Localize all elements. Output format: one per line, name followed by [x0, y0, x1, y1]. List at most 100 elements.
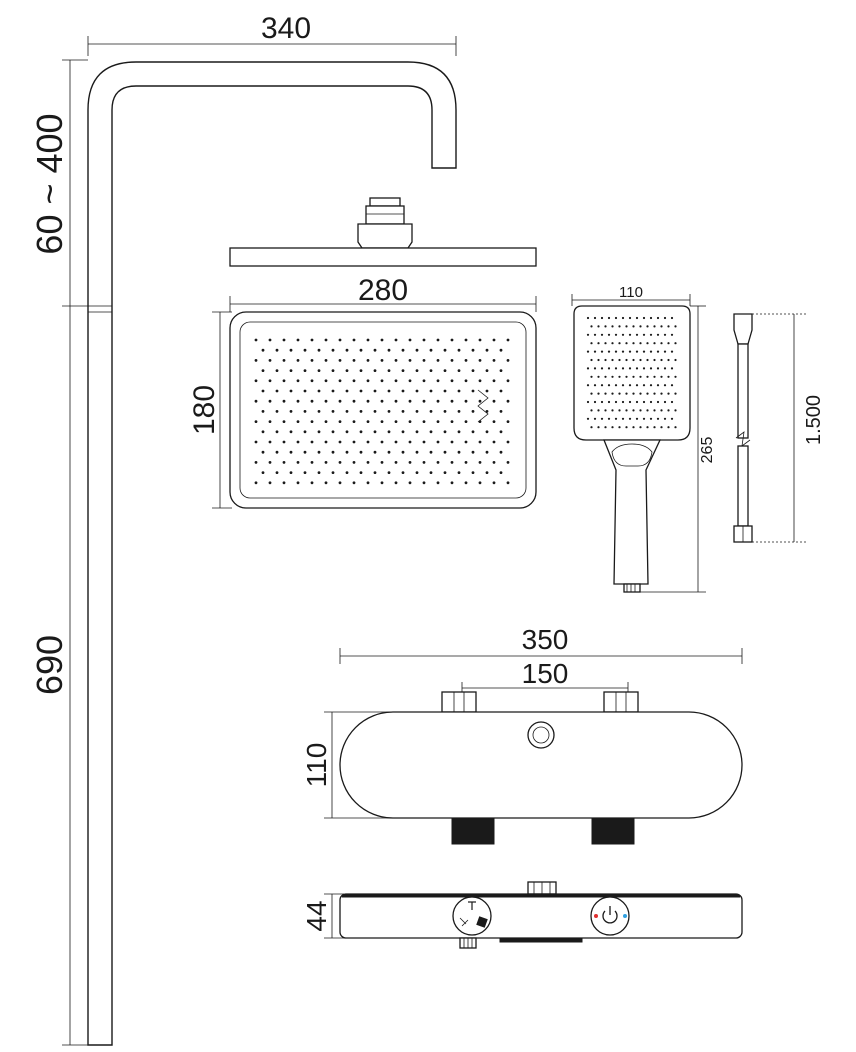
rain-nozzle-272: [436, 481, 440, 485]
rain-nozzle-131: [275, 410, 279, 413]
rain-nozzle-103: [401, 389, 405, 393]
rain-nozzle-242: [275, 471, 279, 474]
hand-nozzle-108: [614, 384, 618, 387]
rain-nozzle-9: [380, 338, 384, 342]
hand-nozzle-30: [614, 333, 618, 336]
rain-nozzle-74: [254, 379, 258, 383]
rain-nozzle-168: [275, 430, 279, 434]
hand-nozzle-110: [628, 384, 632, 387]
hand-nozzle-137: [635, 400, 639, 404]
rain-nozzle-141: [415, 410, 419, 413]
hand-nozzle-29: [607, 333, 611, 336]
hand-nozzle-138: [642, 400, 646, 404]
power-icon: [590, 896, 630, 936]
rain-nozzle-191: [338, 440, 342, 444]
hand-nozzle-128: [667, 392, 670, 395]
rain-nozzle-57: [275, 369, 279, 372]
hand-nozzle-142: [670, 400, 674, 404]
mixer-height-label: 110: [301, 743, 332, 788]
rain-nozzle-269: [394, 481, 398, 485]
rain-nozzle-81: [352, 379, 356, 383]
rain-nozzle-228: [338, 461, 342, 464]
hand-nozzle-73: [646, 358, 649, 362]
rain-nozzle-165: [492, 420, 496, 423]
hand-nozzle-159: [607, 417, 611, 420]
hand-nozzle-68: [611, 358, 614, 362]
hand-nozzle-42: [611, 342, 614, 345]
rain-nozzle-55: [506, 359, 510, 362]
rain-nozzle-36: [499, 348, 503, 352]
hand-nozzle-70: [625, 358, 628, 362]
hand-nozzle-11: [663, 316, 667, 320]
hand-nozzle-65: [590, 358, 593, 362]
rain-nozzle-78: [310, 379, 314, 383]
hand-nozzle-83: [621, 367, 625, 370]
rain-nozzle-116: [324, 399, 328, 403]
arm-width-dimension: 340: [87, 12, 457, 56]
head-depth-dimension: 180: [188, 311, 232, 509]
rain-nozzle-166: [506, 420, 510, 423]
hand-nozzle-177: [646, 426, 649, 429]
rain-nozzle-177: [401, 430, 405, 434]
hand-nozzle-156: [586, 417, 590, 420]
hand-nozzle-23: [660, 325, 663, 328]
head-width-label: 280: [358, 274, 408, 307]
rain-nozzle-192: [352, 440, 356, 444]
hand-nozzle-106: [600, 384, 604, 387]
hand-nozzle-69: [618, 358, 621, 362]
hand-nozzle-22: [653, 325, 656, 328]
rain-nozzle-52: [464, 359, 468, 362]
hand-nozzle-144: [597, 409, 600, 412]
rain-nozzle-90: [478, 379, 482, 383]
rain-nozzle-159: [408, 420, 412, 423]
rain-nozzle-139: [387, 410, 391, 413]
hand-nozzle-157: [593, 417, 597, 420]
rain-nozzle-257: [485, 471, 489, 474]
hand-nozzle-146: [611, 409, 614, 412]
rain-head-side-view: [229, 197, 537, 267]
hand-nozzle-41: [604, 342, 607, 345]
rain-nozzle-261: [282, 481, 286, 485]
rain-nozzle-206: [289, 450, 293, 454]
rain-nozzle-86: [422, 379, 426, 383]
hand-nozzle-44: [625, 342, 628, 345]
rain-nozzle-235: [436, 461, 440, 464]
hand-nozzle-89: [663, 367, 667, 370]
rain-nozzle-104: [415, 389, 419, 393]
hot-indicator: [594, 914, 598, 918]
hand-nozzle-101: [660, 375, 663, 378]
hand-nozzle-51: [674, 342, 677, 345]
hand-nozzle-134: [614, 400, 618, 404]
hand-nozzle-27: [593, 333, 597, 336]
hand-nozzle-148: [625, 409, 628, 412]
mixer-height-dimension: 110: [301, 711, 392, 819]
rain-nozzle-21: [289, 348, 293, 352]
rain-nozzle-209: [331, 450, 335, 454]
rain-nozzle-273: [450, 481, 454, 485]
rain-nozzle-32: [443, 348, 447, 352]
rain-nozzle-274: [464, 481, 468, 485]
rain-nozzle-25: [345, 348, 349, 352]
hand-nozzle-130: [586, 400, 590, 404]
hand-nozzle-155: [674, 409, 677, 412]
hand-nozzle-72: [639, 358, 642, 362]
rain-nozzle-5: [324, 338, 328, 342]
rain-nozzle-16: [478, 338, 482, 342]
hand-nozzle-111: [635, 384, 639, 387]
hand-nozzle-172: [611, 426, 614, 429]
rain-nozzle-182: [471, 430, 475, 434]
rain-nozzle-214: [401, 450, 405, 454]
hand-nozzle-166: [656, 417, 660, 420]
rain-nozzle-82: [366, 379, 370, 383]
hand-nozzle-165: [649, 417, 653, 420]
rain-nozzle-20: [275, 348, 279, 352]
rain-nozzle-46: [380, 359, 384, 362]
hand-nozzle-2: [600, 316, 604, 320]
rain-nozzle-233: [408, 461, 412, 464]
rain-nozzle-148: [254, 420, 258, 423]
rain-nozzle-125: [450, 399, 454, 403]
rain-nozzle-120: [380, 399, 384, 403]
inlet-spacing-label: 150: [522, 658, 569, 689]
rain-nozzle-114: [296, 399, 300, 403]
hand-nozzle-161: [621, 417, 625, 420]
